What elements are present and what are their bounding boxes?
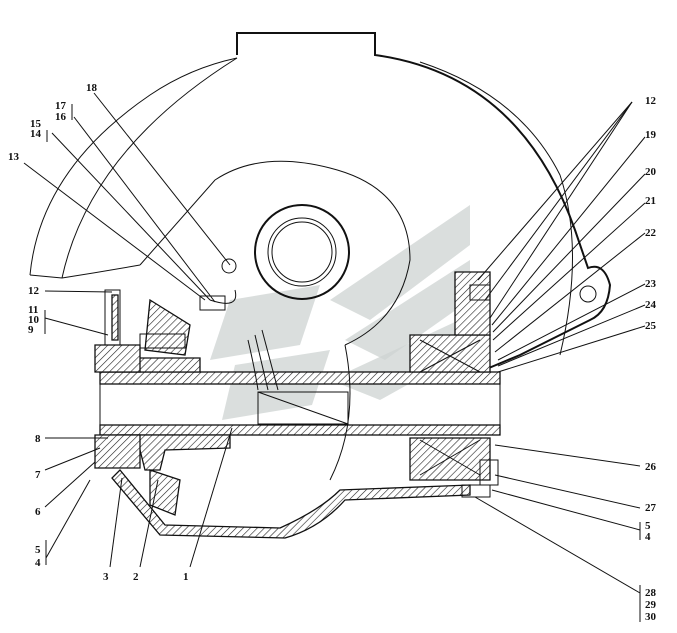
callout-19: 19 <box>645 129 657 141</box>
callout-8: 8 <box>35 433 41 445</box>
callout-22: 22 <box>645 227 657 239</box>
lower-housing <box>111 344 471 539</box>
main-shaft <box>99 371 501 436</box>
leader-lines <box>23 92 646 622</box>
callout-17: 17 <box>55 100 67 112</box>
callout-6: 6 <box>35 506 41 518</box>
right-bearing-assembly <box>409 271 499 498</box>
callout-13: 13 <box>8 151 20 163</box>
callout-12-right: 12 <box>645 95 657 107</box>
callout-4-left: 4 <box>35 557 41 569</box>
callout-30: 30 <box>645 611 657 623</box>
callout-12-left: 12 <box>28 285 40 297</box>
watermark-logo <box>210 205 470 420</box>
callout-labels: 1 2 3 5 4 6 7 8 11 10 9 12 13 15 14 17 1… <box>8 82 657 623</box>
callout-18: 18 <box>86 82 98 94</box>
callout-11: 11 <box>28 304 38 316</box>
callout-27: 27 <box>645 502 657 514</box>
callout-15: 15 <box>30 118 42 130</box>
callout-21: 21 <box>645 195 656 207</box>
left-hub <box>94 289 231 516</box>
callout-14: 14 <box>30 128 42 140</box>
callout-5-right: 5 <box>645 520 651 532</box>
callout-7: 7 <box>35 469 41 481</box>
callout-9: 9 <box>28 324 34 336</box>
callout-2: 2 <box>133 571 139 583</box>
callout-1: 1 <box>183 571 189 583</box>
callout-28: 28 <box>645 587 657 599</box>
sensor-fitting <box>199 258 279 391</box>
callout-24: 24 <box>645 299 657 311</box>
callout-16: 16 <box>55 111 67 123</box>
callout-29: 29 <box>645 599 657 611</box>
callout-4-right: 4 <box>645 531 651 543</box>
callout-20: 20 <box>645 166 657 178</box>
bore <box>254 204 350 300</box>
callout-23: 23 <box>645 278 657 290</box>
callout-5-left: 5 <box>35 544 41 556</box>
callout-26: 26 <box>645 461 657 473</box>
callout-10: 10 <box>28 314 40 326</box>
callout-3: 3 <box>103 571 109 583</box>
callout-25: 25 <box>645 320 657 332</box>
